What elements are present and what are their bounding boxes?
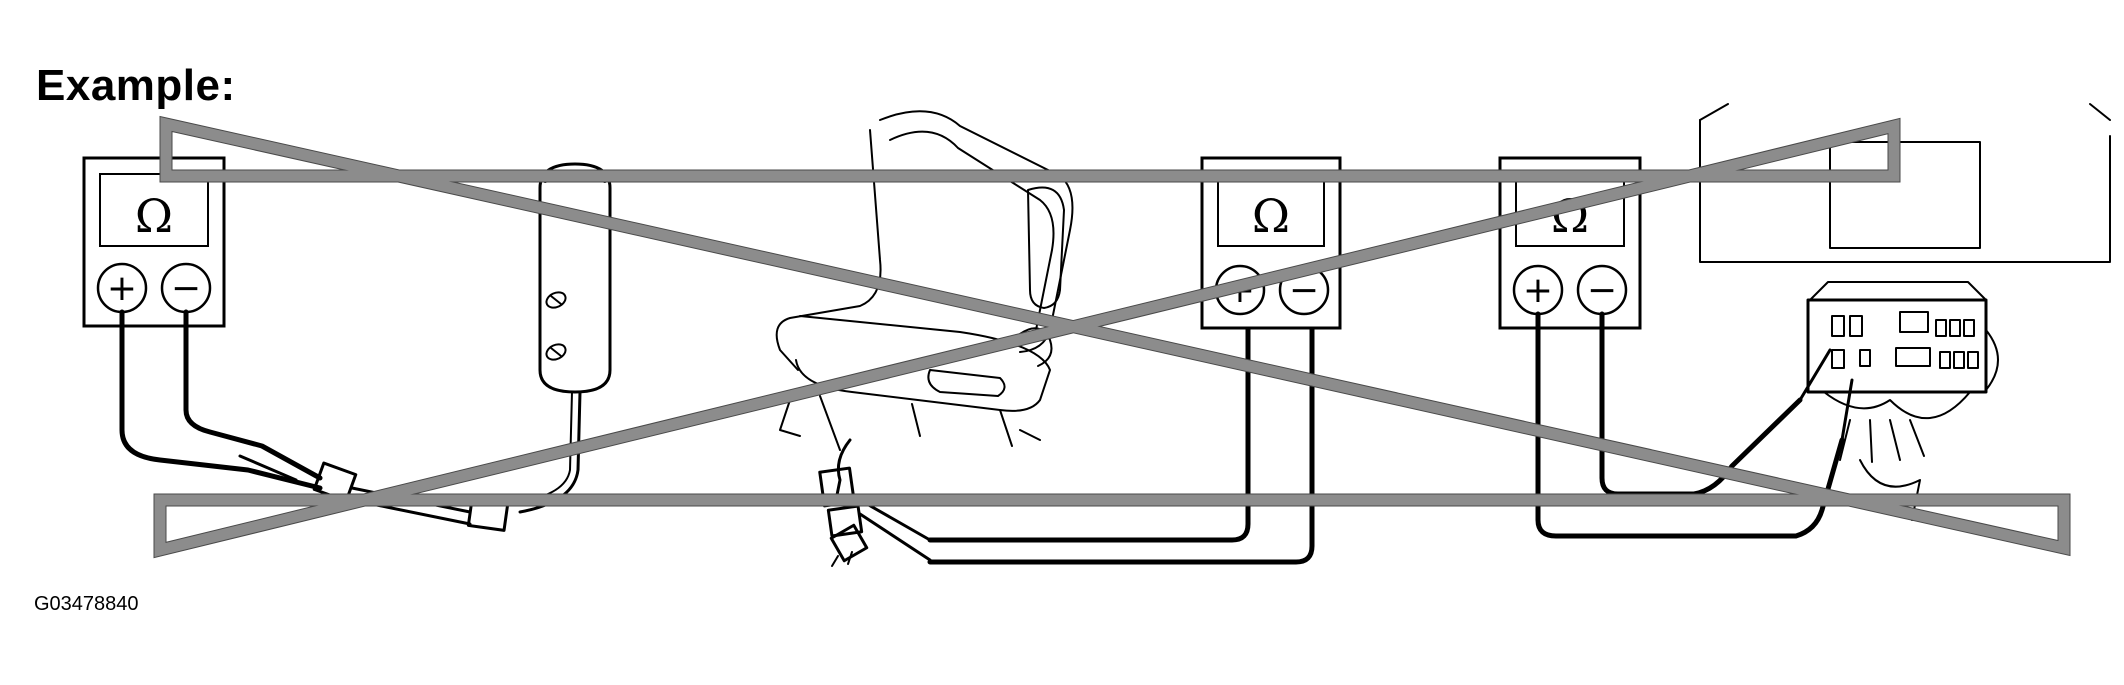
- pendant-switch-icon: [538, 162, 612, 394]
- ohmmeter-icon: Ω + −: [1498, 156, 1642, 330]
- ohmmeter-icon: Ω + −: [82, 156, 226, 328]
- ohm-symbol: Ω: [135, 189, 173, 243]
- ohm-symbol: Ω: [1252, 189, 1290, 243]
- ecu-box-icon: [1699, 103, 2111, 263]
- plus-terminal-label: +: [107, 268, 137, 309]
- figure-code: G03478840: [34, 593, 139, 615]
- connector-icon: [1806, 281, 1999, 521]
- minus-terminal-label: −: [171, 268, 201, 309]
- plus-terminal-label: +: [1523, 270, 1553, 311]
- ohmmeter-icon: Ω + −: [1200, 156, 1342, 330]
- cross-out-mark-icon: [153, 115, 2071, 559]
- minus-terminal-label: −: [1587, 270, 1617, 311]
- page-title: Example:: [36, 61, 236, 110]
- seat-icon: [775, 110, 1074, 451]
